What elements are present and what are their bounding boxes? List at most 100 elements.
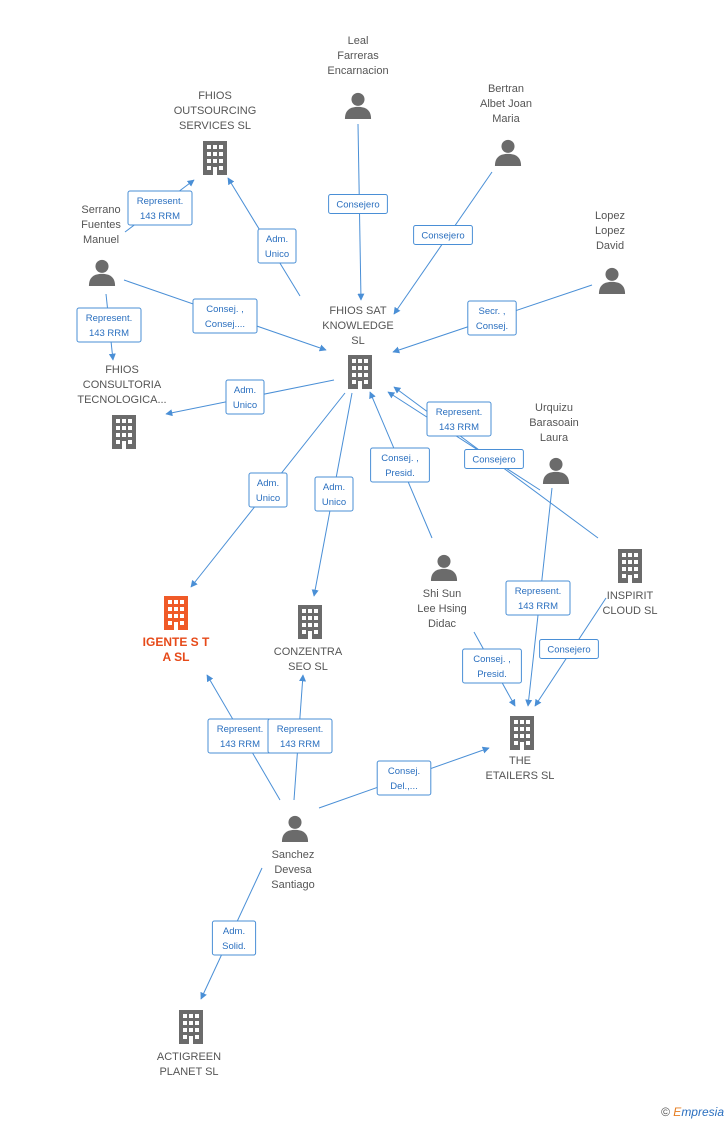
edge-label-box — [413, 225, 473, 245]
node-label-line: TECNOLOGICA... — [77, 394, 166, 406]
edge-label-line: Consejero — [421, 231, 464, 242]
node-label-line: SEO SL — [288, 661, 328, 673]
node-label-line: Lopez — [595, 210, 625, 222]
edge-label-e20[interactable]: Adm.Solid. — [211, 920, 257, 956]
edge-label-box — [192, 298, 258, 334]
edge-label-line: Adm. — [223, 926, 245, 937]
person-icon — [430, 554, 458, 581]
edge-label-e16[interactable]: Consej. ,Presid. — [462, 648, 522, 684]
edge-label-e18[interactable]: Represent. 143 RRM — [267, 718, 333, 754]
edge-label-line: Presid. — [385, 468, 415, 479]
person-icon — [494, 139, 522, 166]
edge-label-line: 143 RRM — [518, 601, 558, 612]
node-label-line: Urquizu — [535, 402, 573, 414]
edge-label-line: Consej.... — [205, 319, 245, 330]
edge-label-line: 143 RRM — [439, 422, 479, 433]
edge-label-line: Consej. — [476, 321, 508, 332]
node-label-line: Leal — [348, 35, 369, 47]
node-label-line: CONZENTRA — [274, 646, 343, 658]
building-icon — [298, 605, 322, 639]
edge-label-e12[interactable]: Adm.Unico — [248, 472, 288, 508]
node-label-line: ETAILERS SL — [486, 770, 555, 782]
node-igentes[interactable]: IGENTE S TA SL — [143, 596, 210, 664]
edge-label-e17[interactable]: Represent. 143 RRM — [207, 718, 273, 754]
brand-watermark: © Empresia — [661, 1105, 724, 1119]
edge-label-box — [328, 194, 388, 214]
edge-label-line: Represent. — [515, 586, 561, 597]
edge-label-e7[interactable]: Represent.143 RRM — [76, 307, 142, 343]
edge-label-box — [225, 379, 265, 415]
edge-label-box — [127, 190, 193, 226]
person-icon — [542, 457, 570, 484]
edge-label-line: Unico — [256, 493, 280, 504]
edge-label-line: Consejero — [336, 200, 379, 211]
node-label-line: Encarnacion — [327, 65, 388, 77]
edge-label-line: Adm. — [234, 385, 256, 396]
edge-label-line: Consej. — [388, 766, 420, 777]
edge-label-box — [462, 648, 522, 684]
copyright-symbol: © — [661, 1105, 670, 1119]
edge-label-e10[interactable]: Consejero — [464, 449, 524, 469]
edge-label-line: Presid. — [477, 669, 507, 680]
edge-label-e15[interactable]: Consejero — [539, 639, 599, 659]
edge-label-line: Represent. — [217, 724, 263, 735]
person-icon — [344, 92, 372, 119]
edge-label-box — [267, 718, 333, 754]
edge-label-e5[interactable]: Consej. , Consej.... — [192, 298, 258, 334]
node-label-line: IGENTE S T — [143, 635, 210, 649]
node-label-line: Manuel — [83, 234, 119, 246]
edge-label-e2[interactable]: Consejero — [413, 225, 473, 245]
edge-label-line: 143 RRM — [280, 739, 320, 750]
edge-label-line: Represent. — [277, 724, 323, 735]
edge-label-line: Consej. , — [206, 304, 244, 315]
edge-label-e11[interactable]: Consej. ,Presid. — [370, 447, 430, 483]
node-label-line: CONSULTORIA — [83, 379, 162, 391]
edge-label-box — [370, 447, 430, 483]
edge-label-e1[interactable]: Consejero — [328, 194, 388, 214]
node-label-line: Fuentes — [81, 219, 121, 231]
edge-label-e8[interactable]: Adm.Unico — [225, 379, 265, 415]
edge-label-e13[interactable]: Adm.Unico — [314, 476, 354, 512]
person-icon — [88, 259, 116, 286]
edge-label-box — [505, 580, 571, 616]
node-label-line: Maria — [492, 113, 520, 125]
edge-label-e6[interactable]: Secr. ,Consej. — [467, 300, 517, 336]
edge-label-line: Consejero — [472, 455, 515, 466]
node-label-line: Farreras — [337, 50, 379, 62]
edge-label-line: 143 RRM — [220, 739, 260, 750]
edge-label-box — [76, 307, 142, 343]
building-icon — [112, 415, 136, 449]
node-label-line: Didac — [428, 618, 457, 630]
node-fhios_cons[interactable]: FHIOS CONSULTORIA TECNOLOGICA... — [77, 364, 167, 449]
node-label-line: INSPIRIT — [607, 590, 654, 602]
edge-label-e14[interactable]: Represent. 143 RRM — [505, 580, 571, 616]
node-label-line: Lee Hsing — [417, 603, 467, 615]
edge-label-e4[interactable]: Adm.Unico — [257, 228, 297, 264]
node-label-line: SL — [351, 335, 364, 347]
node-label-line: Serrano — [81, 204, 120, 216]
node-conzentra[interactable]: CONZENTRA SEO SL — [274, 605, 343, 673]
node-label-line: A SL — [163, 650, 190, 664]
node-label-line: Lopez — [595, 225, 625, 237]
edge-label-e3[interactable]: Represent.143 RRM — [127, 190, 193, 226]
edge-label-e9[interactable]: Represent.143 RRM — [426, 401, 492, 437]
node-label-line: Albet Joan — [480, 98, 532, 110]
person-icon — [598, 267, 626, 294]
edge-label-e19[interactable]: Consej.Del.,... — [376, 760, 432, 796]
node-label-line: FHIOS — [105, 364, 139, 376]
building-icon — [510, 716, 534, 750]
edge-label-box — [467, 300, 517, 336]
node-label-line: ACTIGREEN — [157, 1051, 221, 1063]
